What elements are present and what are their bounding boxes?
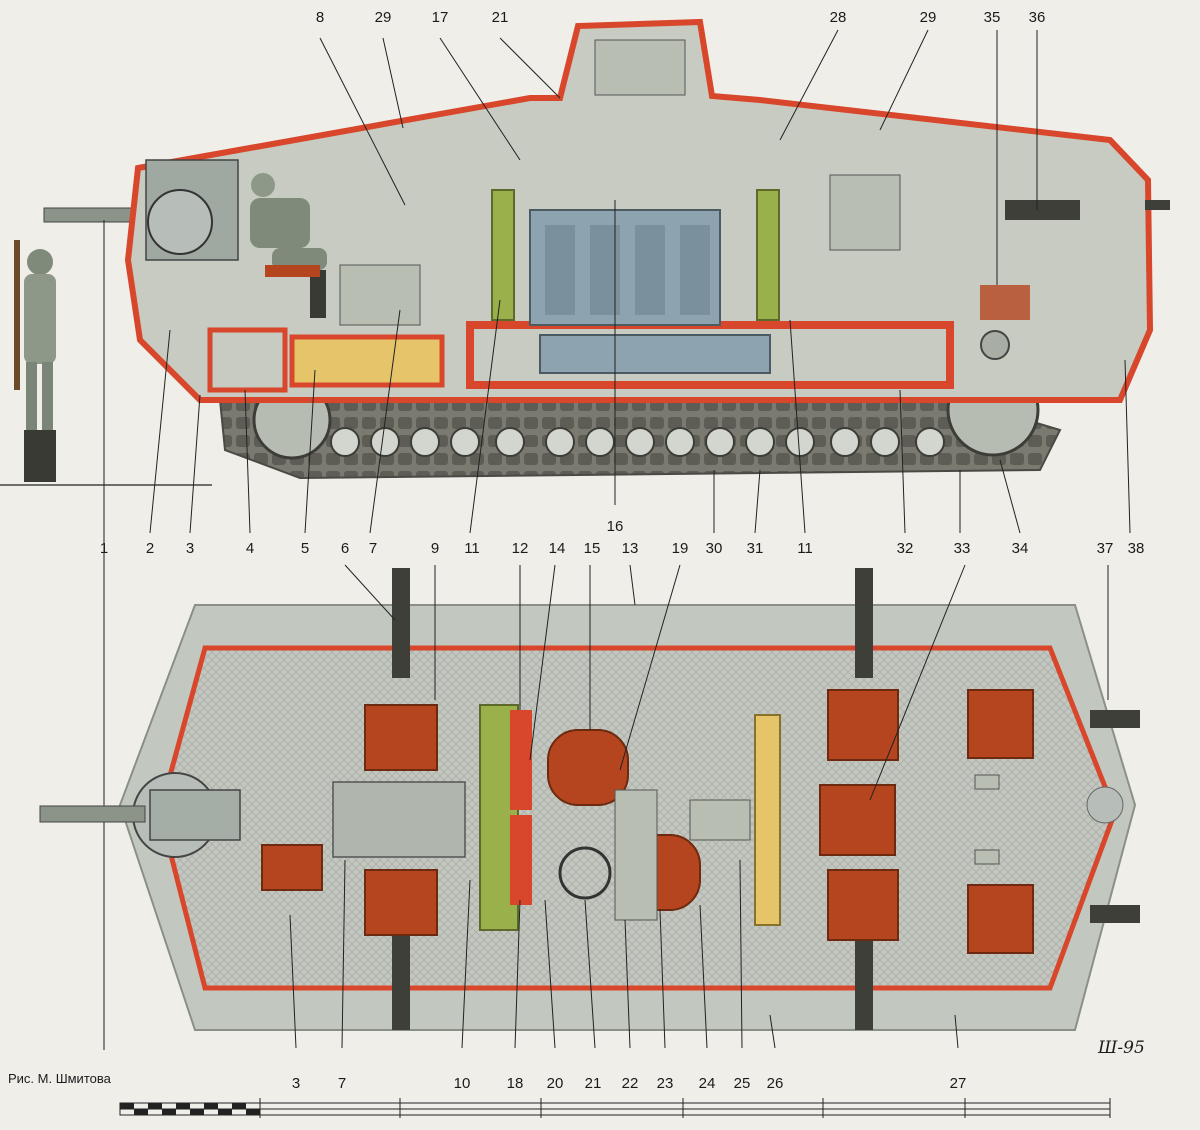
callout-number: 10 xyxy=(454,1075,471,1092)
callout-number: 24 xyxy=(699,1075,716,1092)
callout-number: 7 xyxy=(369,540,377,557)
callout-number: 19 xyxy=(672,540,689,557)
callout-number: 15 xyxy=(584,540,601,557)
side-track xyxy=(218,363,1062,480)
radiator-rear xyxy=(756,189,780,321)
callout-number: 29 xyxy=(375,9,392,26)
callout-number: 16 xyxy=(607,518,624,535)
steering-wheel xyxy=(558,846,612,900)
callout-number: 34 xyxy=(1012,540,1029,557)
side-view xyxy=(0,18,1170,486)
gunner-figure xyxy=(250,173,327,318)
signature-text: Ш-95 xyxy=(1097,1038,1145,1058)
plan-radiator xyxy=(754,714,781,926)
callout-number: 26 xyxy=(767,1075,784,1092)
plan-view xyxy=(39,568,1140,1031)
side-leader-lines xyxy=(103,29,1131,1050)
credit-text: Рис. М. Шмитова xyxy=(8,1071,112,1086)
callout-number: 12 xyxy=(512,540,529,557)
callout-number: 14 xyxy=(549,540,566,557)
callout-number: 33 xyxy=(954,540,971,557)
callout-number: 18 xyxy=(507,1075,524,1092)
callout-number: 36 xyxy=(1029,9,1046,26)
callout-number: 20 xyxy=(547,1075,564,1092)
callout-number: 1 xyxy=(100,540,108,557)
callout-number: 6 xyxy=(341,540,349,557)
callout-number: 4 xyxy=(246,540,254,557)
callout-number: 25 xyxy=(734,1075,751,1092)
callout-number: 21 xyxy=(492,9,509,26)
callout-number: 35 xyxy=(984,9,1001,26)
ammo-box xyxy=(332,781,466,858)
plan-callouts-bottom: 3 7 10 18 20 21 22 23 24 25 26 27 xyxy=(292,1075,967,1092)
crew-seats xyxy=(261,689,1034,954)
callout-number: 23 xyxy=(657,1075,674,1092)
callout-number: 3 xyxy=(186,540,194,557)
callout-number: 11 xyxy=(464,540,480,557)
callout-number: 27 xyxy=(950,1075,967,1092)
callout-number: 31 xyxy=(747,540,764,557)
callout-number: 9 xyxy=(431,540,439,557)
side-callouts-top: 8 29 17 21 28 29 35 36 xyxy=(316,9,1046,26)
callout-number: 2 xyxy=(146,540,154,557)
scale-bar xyxy=(119,1098,1111,1118)
rear-machine-gun xyxy=(1005,200,1080,220)
callout-number: 21 xyxy=(585,1075,602,1092)
callout-number: 28 xyxy=(830,9,847,26)
fuel-tank xyxy=(289,334,445,388)
callout-number: 37 xyxy=(1097,540,1114,557)
callout-number: 5 xyxy=(301,540,309,557)
callout-number: 17 xyxy=(432,9,449,26)
callout-number: 3 xyxy=(292,1075,300,1092)
callout-number: 30 xyxy=(706,540,723,557)
callout-number: 32 xyxy=(897,540,914,557)
plan-leader-lines xyxy=(289,564,1109,1049)
callout-number: 7 xyxy=(338,1075,346,1092)
callout-number: 29 xyxy=(920,9,937,26)
callout-number: 8 xyxy=(316,9,324,26)
callout-number: 11 xyxy=(797,540,813,557)
callout-number: 13 xyxy=(622,540,639,557)
soldier-figure xyxy=(14,240,56,482)
callout-number: 22 xyxy=(622,1075,639,1092)
callout-number: 38 xyxy=(1128,540,1145,557)
radiator-front xyxy=(491,189,515,321)
